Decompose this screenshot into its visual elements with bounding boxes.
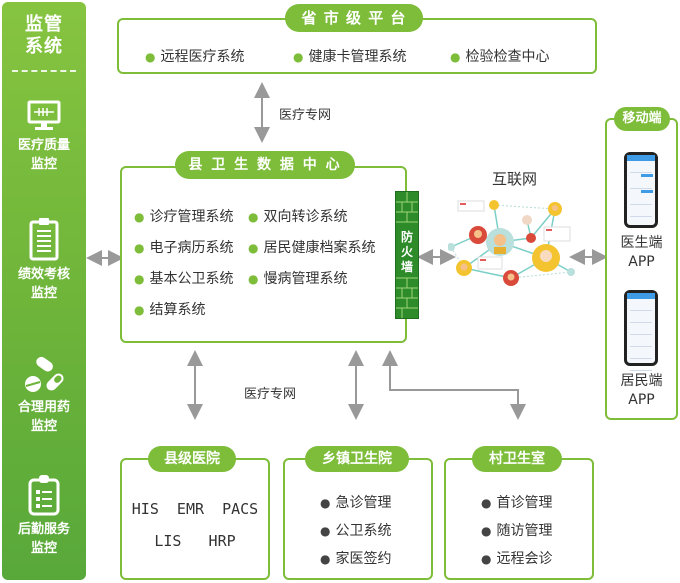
village-title: 村卫生室	[472, 446, 562, 472]
supervision-sidebar: 监管 系统 医疗质量 监控 绩效考核 监控	[2, 2, 86, 580]
network-label-top: 医疗专网	[279, 108, 332, 123]
internet-network-illustration	[448, 200, 575, 286]
provincial-item: ●检验检查中心	[450, 49, 550, 65]
county-system-item: ●慢病管理系统	[248, 271, 348, 287]
sidebar-title: 监管 系统	[25, 14, 63, 57]
checklist-clipboard-icon	[28, 475, 60, 516]
pills-icon	[25, 356, 64, 392]
county-system-item: ●诊疗管理系统	[134, 209, 234, 225]
township-box	[283, 458, 433, 580]
network-label-bottom: 医疗专网	[244, 387, 297, 402]
county-hospital-systems-line1: HIS EMR PACS	[131, 500, 259, 518]
sidebar-item-medication[interactable]: 合理用药 监控	[2, 356, 86, 436]
arrow-county-village	[382, 350, 526, 420]
mobile-title: 移动端	[614, 107, 670, 131]
village-item: ●随访管理	[481, 523, 553, 539]
village-item: ●首诊管理	[481, 495, 553, 511]
village-item: ●远程会诊	[481, 551, 553, 567]
county-hospital-systems-line2: LIS HRP	[154, 532, 236, 550]
county-system-item: ●双向转诊系统	[248, 209, 348, 225]
township-title: 乡镇卫生院	[305, 446, 409, 472]
internet-label: 互联网	[492, 170, 538, 188]
county-data-center-title: 县 卫 生 数 据 中 心	[175, 151, 355, 179]
resident-app-label[interactable]: 居民端 APP	[620, 373, 663, 408]
county-hospital-box	[120, 458, 270, 580]
sidebar-item-performance[interactable]: 绩效考核 监控	[2, 217, 86, 303]
sidebar-item-logistics[interactable]: 后勤服务 监控	[2, 474, 86, 558]
provincial-item: ●远程医疗系统	[145, 49, 245, 65]
township-item: ●公卫系统	[320, 523, 392, 539]
village-box	[444, 458, 594, 580]
mobile-box	[605, 118, 678, 420]
township-item: ●家医签约	[320, 551, 392, 567]
monitor-icon	[27, 100, 61, 130]
county-system-item: ●基本公卫系统	[134, 271, 234, 287]
county-system-item: ●电子病历系统	[134, 240, 234, 256]
firewall: 防 火 墙	[395, 191, 419, 319]
county-system-item: ●结算系统	[134, 302, 206, 318]
doctor-app-phone-icon	[624, 152, 658, 228]
doctor-app-label[interactable]: 医生端 APP	[620, 235, 663, 270]
county-hospital-title: 县级医院	[148, 446, 236, 472]
provincial-platform-title: 省 市 级 平 台	[285, 4, 423, 32]
sidebar-divider	[12, 70, 76, 72]
county-system-item: ●居民健康档案系统	[248, 240, 376, 256]
brick-wall-icon	[396, 192, 418, 318]
sidebar-item-quality[interactable]: 医疗质量 监控	[2, 100, 86, 174]
clipboard-list-icon	[29, 218, 59, 261]
resident-app-phone-icon	[624, 290, 658, 371]
provincial-item: ●健康卡管理系统	[293, 49, 407, 65]
township-item: ●急诊管理	[320, 495, 392, 511]
